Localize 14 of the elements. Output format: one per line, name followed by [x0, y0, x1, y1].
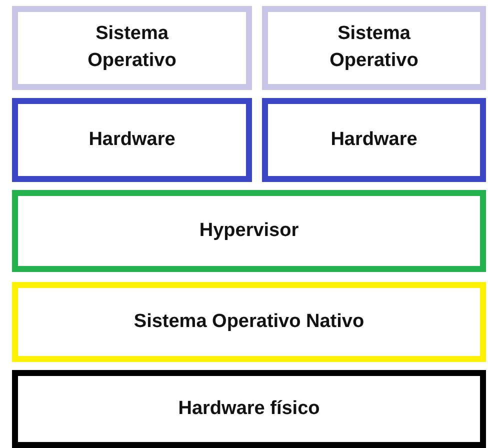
layer-box — [12, 282, 486, 362]
layer-label: Sistema Operativo Nativo — [134, 310, 364, 334]
layer-label: Sistema Operativo — [328, 22, 420, 73]
layer-label: Hypervisor — [199, 218, 299, 243]
layer-box — [12, 370, 486, 448]
layer-box — [12, 190, 486, 272]
layer-label: Hardware físico — [178, 396, 320, 421]
layer-label: Hardware — [330, 128, 418, 152]
layer-box — [262, 98, 486, 182]
layer-box — [12, 6, 252, 90]
layer-box — [262, 6, 486, 90]
layer-label: Sistema Operativo — [86, 22, 178, 73]
layer-label: Hardware — [88, 128, 176, 152]
layer-box — [12, 98, 252, 182]
